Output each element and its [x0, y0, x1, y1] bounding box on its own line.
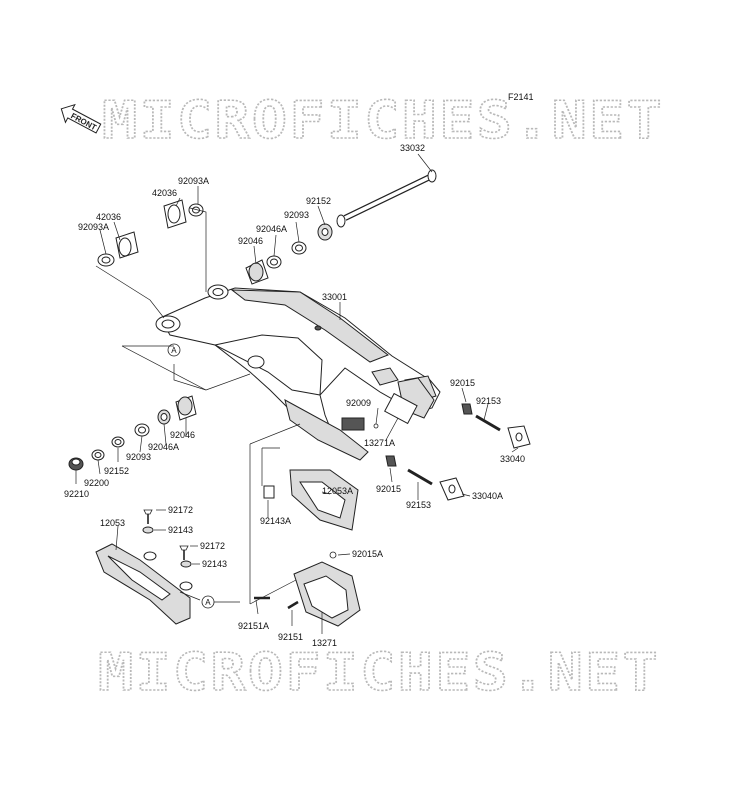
part-label: 92151: [278, 632, 303, 642]
part-label: 13271: [312, 638, 337, 648]
part-label: 92143: [202, 559, 227, 569]
part-label: 92210: [64, 489, 89, 499]
part-label: 92143A: [260, 516, 291, 526]
reference-marker-a-upper: A: [167, 343, 181, 357]
part-label: 92143: [168, 525, 193, 535]
part-label: 92152: [306, 196, 331, 206]
part-label: 12053: [100, 518, 125, 528]
part-label: 92046A: [256, 224, 287, 234]
part-label: 92046: [170, 430, 195, 440]
part-label: 33001: [322, 292, 347, 302]
watermark-bottom: MICROFICHES.NET: [98, 643, 660, 703]
figure-code: F2141: [508, 92, 534, 102]
part-label: 42036: [96, 212, 121, 222]
part-label: 92151A: [238, 621, 269, 631]
adjuster-parts: [373, 377, 531, 501]
pivot-parts-top: [97, 199, 333, 285]
part-label: 92093A: [178, 176, 209, 186]
part-label: 92152: [104, 466, 129, 476]
part-labels: 33032 92093A 42036 42036 92093A 92152 92…: [64, 143, 525, 648]
leader-lines: [75, 153, 519, 634]
part-label: 92009: [346, 398, 371, 408]
part-label: 92015: [376, 484, 401, 494]
axle-drawing: [336, 169, 437, 228]
swingarm-drawing: [155, 284, 441, 461]
part-label: 42036: [152, 188, 177, 198]
watermark-top: MICROFICHES.NET: [102, 91, 664, 151]
pivot-parts-bottom: [68, 395, 197, 471]
front-arrow-icon: FRONT: [60, 103, 102, 134]
part-label: 33040: [500, 454, 525, 464]
part-label: 92015A: [352, 549, 383, 559]
chain-guide-parts: [254, 469, 361, 627]
reference-marker-a-lower: A: [201, 595, 215, 609]
part-label: 92093: [126, 452, 151, 462]
part-label: 92153: [406, 500, 431, 510]
svg-text:A: A: [171, 346, 177, 355]
part-label: 12053A: [322, 486, 353, 496]
part-label: 33032: [400, 143, 425, 153]
part-label: 13271A: [364, 438, 395, 448]
part-label: 92093A: [78, 222, 109, 232]
chain-slider-parts: [95, 509, 193, 625]
part-label: 92172: [200, 541, 225, 551]
part-label: 92153: [476, 396, 501, 406]
part-label: 92046: [238, 236, 263, 246]
svg-text:A: A: [205, 598, 211, 607]
part-label: 92172: [168, 505, 193, 515]
part-label: 33040A: [472, 491, 503, 501]
part-label: 92046A: [148, 442, 179, 452]
part-label: 92015: [450, 378, 475, 388]
part-label: 92093: [284, 210, 309, 220]
part-label: 92200: [84, 478, 109, 488]
